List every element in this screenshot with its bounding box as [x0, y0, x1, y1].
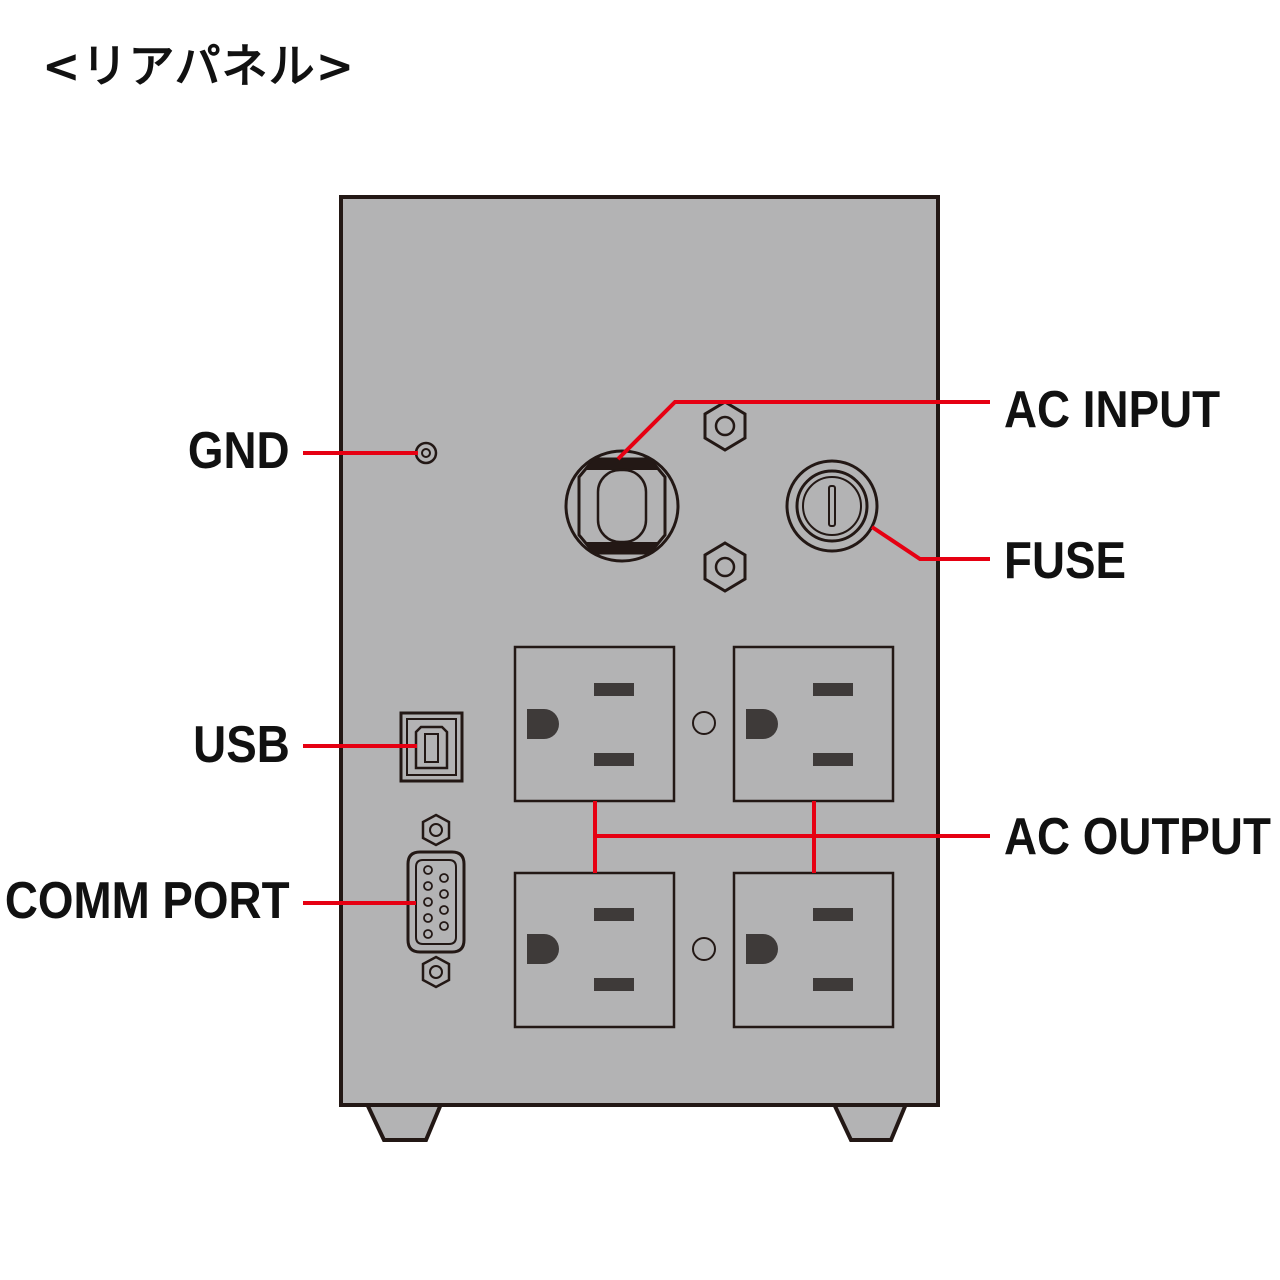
ac-outlet-bottom-right	[732, 871, 895, 1029]
hex-nut-upper	[703, 400, 747, 452]
outlet-screw-top	[692, 711, 716, 735]
label-ac-output: AC OUTPUT	[1004, 808, 1271, 866]
fuse-holder	[785, 459, 879, 553]
label-ac-input: AC INPUT	[1004, 381, 1221, 439]
leader-line-fuse	[870, 525, 990, 561]
leader-line-ac-output	[593, 801, 990, 873]
ac-outlet-top-right	[732, 645, 895, 803]
diagram-title: <リアパネル>	[42, 39, 356, 93]
foot-left	[363, 1102, 444, 1142]
foot-right	[830, 1102, 909, 1142]
label-comm-port: COMM PORT	[5, 872, 290, 930]
gnd-terminal	[414, 441, 438, 465]
ac-input-inlet	[564, 449, 680, 563]
label-gnd: GND	[188, 422, 290, 480]
usb-port	[399, 711, 464, 783]
comm-port	[406, 813, 466, 989]
ac-outlet-top-left	[513, 645, 676, 803]
hex-nut-lower	[703, 541, 747, 593]
leader-line-ac-input	[616, 400, 990, 461]
label-fuse: FUSE	[1004, 532, 1127, 590]
label-usb: USB	[193, 716, 290, 774]
ac-outlet-bottom-left	[513, 871, 676, 1029]
outlet-screw-bottom	[692, 937, 716, 961]
